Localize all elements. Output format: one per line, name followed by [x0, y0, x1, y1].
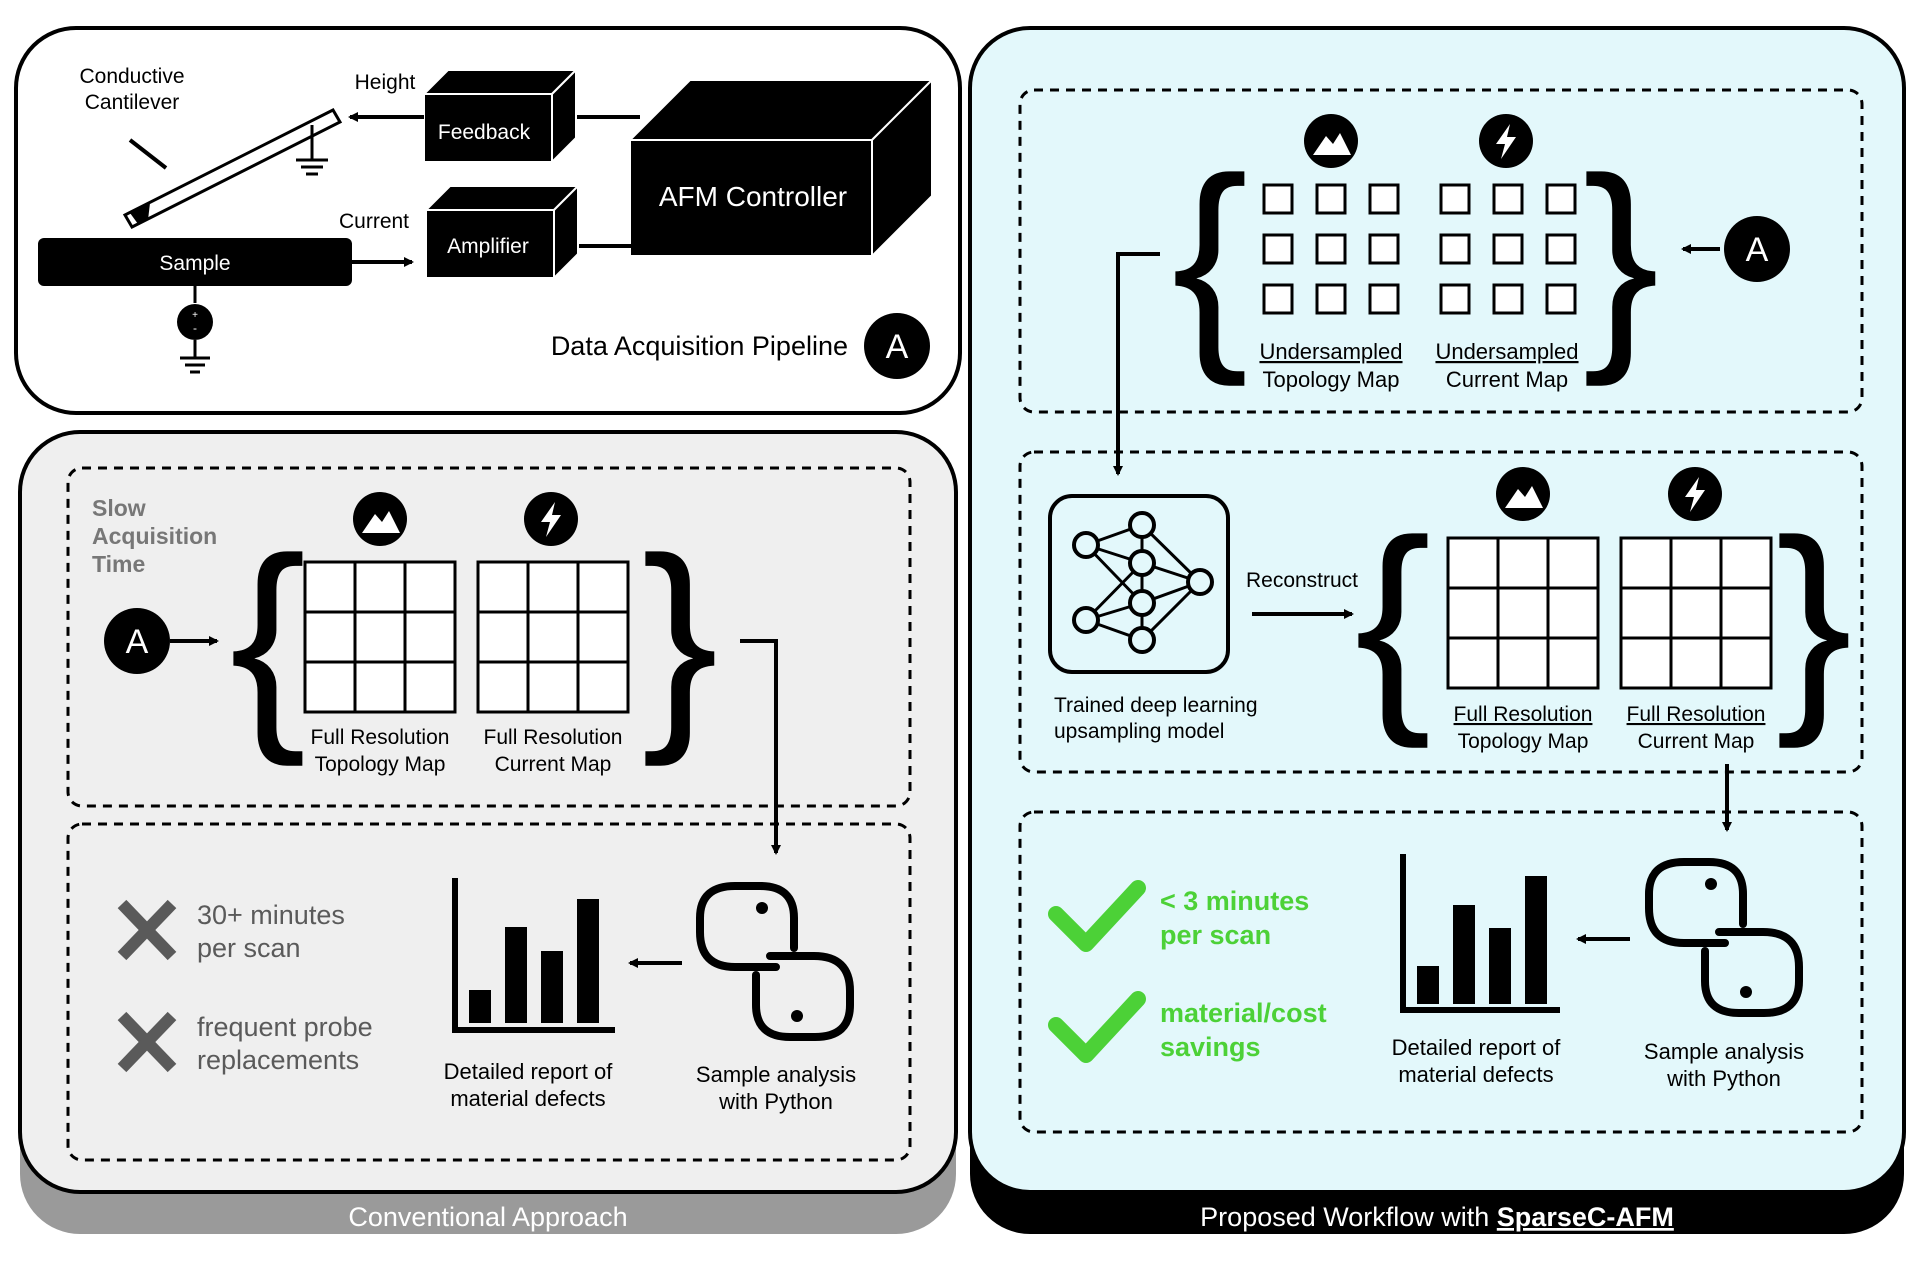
- afm-controller-label: AFM Controller: [659, 181, 847, 212]
- pipeline-label: Data Acquisition Pipeline: [551, 331, 848, 361]
- full-topology-grid: [303, 560, 457, 714]
- reconstruct-label: Reconstruct: [1246, 569, 1358, 592]
- lightning-icon: [1479, 114, 1533, 168]
- check-icon: [1048, 991, 1146, 1063]
- amplifier-box: [423, 183, 581, 281]
- amplifier-label: Amplifier: [447, 235, 529, 258]
- conventional-badge-letter: A: [126, 623, 149, 661]
- python-icon: [1645, 858, 1803, 1017]
- pipeline-badge: [864, 313, 930, 379]
- pipeline-badge-letter: A: [886, 328, 909, 366]
- reconstructed-topology-grid: [1446, 536, 1600, 690]
- cross-icon: [117, 899, 177, 961]
- feedback-label: Feedback: [438, 121, 531, 144]
- undersampled-topology-grid: [1262, 183, 1400, 315]
- svg-text:+: +: [192, 310, 198, 321]
- right-brace: }: [1776, 492, 1853, 749]
- mountain-icon: [1304, 114, 1358, 168]
- afm-controller-box: [627, 77, 935, 259]
- svg-text:-: -: [193, 321, 197, 335]
- left-brace: {: [1355, 492, 1432, 749]
- proposed-analysis-box: [1018, 810, 1864, 1134]
- current-label: Current: [339, 210, 409, 233]
- reconstructed-current-grid: [1619, 536, 1773, 690]
- sample-bar: [38, 238, 352, 286]
- reconstruct-box: [1018, 450, 1864, 774]
- voltage-source: + -: [177, 286, 213, 374]
- right-brace: }: [642, 510, 719, 767]
- height-label: Height: [355, 71, 416, 94]
- conventional-acquisition-box: [66, 466, 912, 808]
- conventional-analysis-box: [66, 822, 912, 1162]
- undersampled-current-grid: [1439, 183, 1577, 315]
- conventional-footer: Conventional Approach: [348, 1202, 627, 1232]
- feedback-box: [421, 67, 579, 165]
- mountain-icon: [1496, 467, 1550, 521]
- undersampled-box: [1018, 88, 1864, 414]
- proposed-panel: Proposed Workflow with SparseC-AFM { } U…: [968, 26, 1906, 1234]
- bar-chart-icon: [1400, 854, 1560, 1013]
- lightning-icon: [524, 492, 578, 546]
- proposed-badge-letter: A: [1746, 231, 1769, 269]
- cantilever: [122, 108, 343, 229]
- lightning-icon: [1668, 467, 1722, 521]
- proposed-badge: [1724, 216, 1790, 282]
- conventional-badge: [104, 608, 170, 674]
- python-icon: [696, 882, 854, 1041]
- full-current-grid: [476, 560, 630, 714]
- right-brace: }: [1583, 130, 1660, 387]
- neural-network-icon: [1048, 494, 1230, 674]
- left-brace: {: [230, 510, 307, 767]
- bar-chart-icon: [452, 878, 615, 1033]
- proposed-footer: Proposed Workflow with SparseC-AFM: [1200, 1202, 1674, 1232]
- check-icon: [1048, 880, 1146, 952]
- sample-label: Sample: [159, 252, 230, 275]
- left-brace: {: [1172, 130, 1249, 387]
- cross-icon: [117, 1011, 177, 1073]
- mountain-icon: [353, 492, 407, 546]
